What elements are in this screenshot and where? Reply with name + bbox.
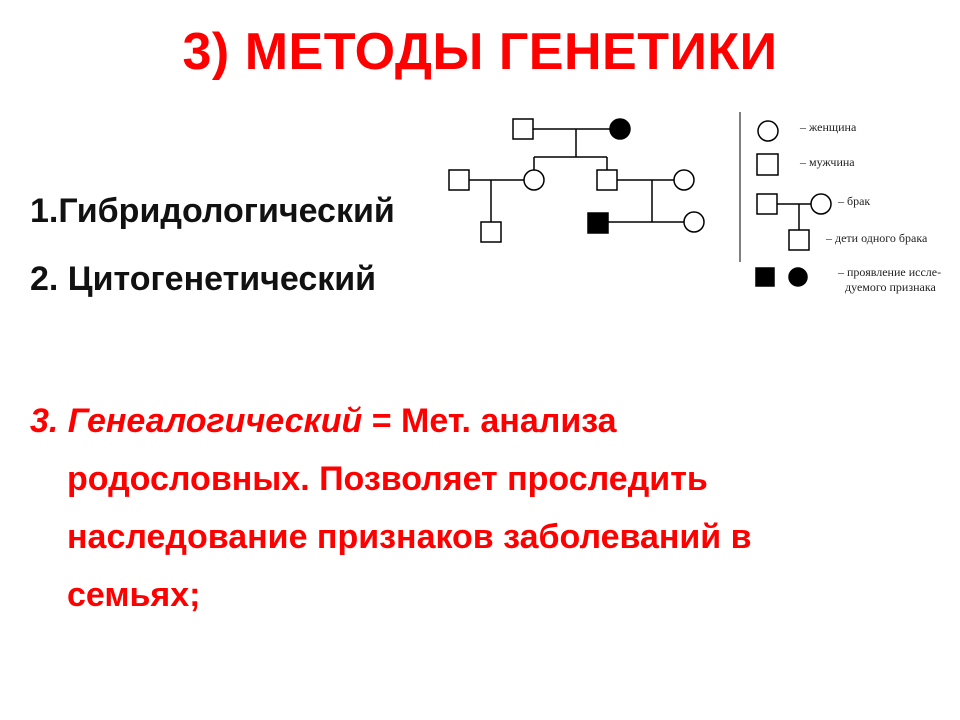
legend-affected-male-symbol	[755, 267, 775, 287]
method-genealogical-line3: наследование признаков заболеваний в	[67, 518, 752, 556]
pedigree-female	[683, 211, 705, 233]
pedigree-affected-male	[587, 212, 609, 234]
pedigree-female	[673, 169, 695, 191]
slide-title: 3) МЕТОДЫ ГЕНЕТИКИ	[182, 23, 778, 81]
legend-male-label: – мужчина	[800, 155, 855, 169]
pedigree-male	[448, 169, 470, 191]
legend-male-symbol	[756, 153, 779, 176]
legend-affected-female-symbol	[788, 267, 808, 287]
legend-trait-label-line1: – проявление иссле-	[838, 265, 942, 279]
legend-child-symbol	[788, 229, 810, 251]
pedigree-male	[596, 169, 618, 191]
legend-trait-label-line2: дуемого признака	[845, 280, 936, 294]
legend-siblings-label: – дети одного брака	[826, 231, 928, 245]
pedigree-female	[523, 169, 545, 191]
pedigree-male	[480, 221, 502, 243]
method-genealogical: 3. Генеалогический = Мет. анализа родосл…	[30, 392, 930, 624]
legend-marriage-female	[810, 193, 832, 215]
method-genealogical-equals: = Мет. анализа	[362, 402, 617, 440]
method-genealogical-line1: 3. Генеалогический = Мет. анализа	[30, 392, 930, 450]
pedigree-male	[512, 118, 534, 140]
method-hybridological: 1.Гибридологический	[30, 192, 395, 230]
method-genealogical-name: 3. Генеалогический	[30, 402, 363, 440]
method-genealogical-line4: семьях;	[67, 576, 201, 614]
legend-marriage-male	[756, 193, 778, 215]
method-cytogenetic: 2. Цитогенетический	[30, 260, 377, 298]
legend-female-label: – женщина	[800, 120, 857, 134]
legend-female-symbol	[757, 120, 779, 142]
legend-marriage-label: – брак	[838, 194, 871, 208]
method-genealogical-line2: родословных. Позволяет проследить	[67, 460, 708, 498]
pedigree-affected-female	[609, 118, 631, 140]
